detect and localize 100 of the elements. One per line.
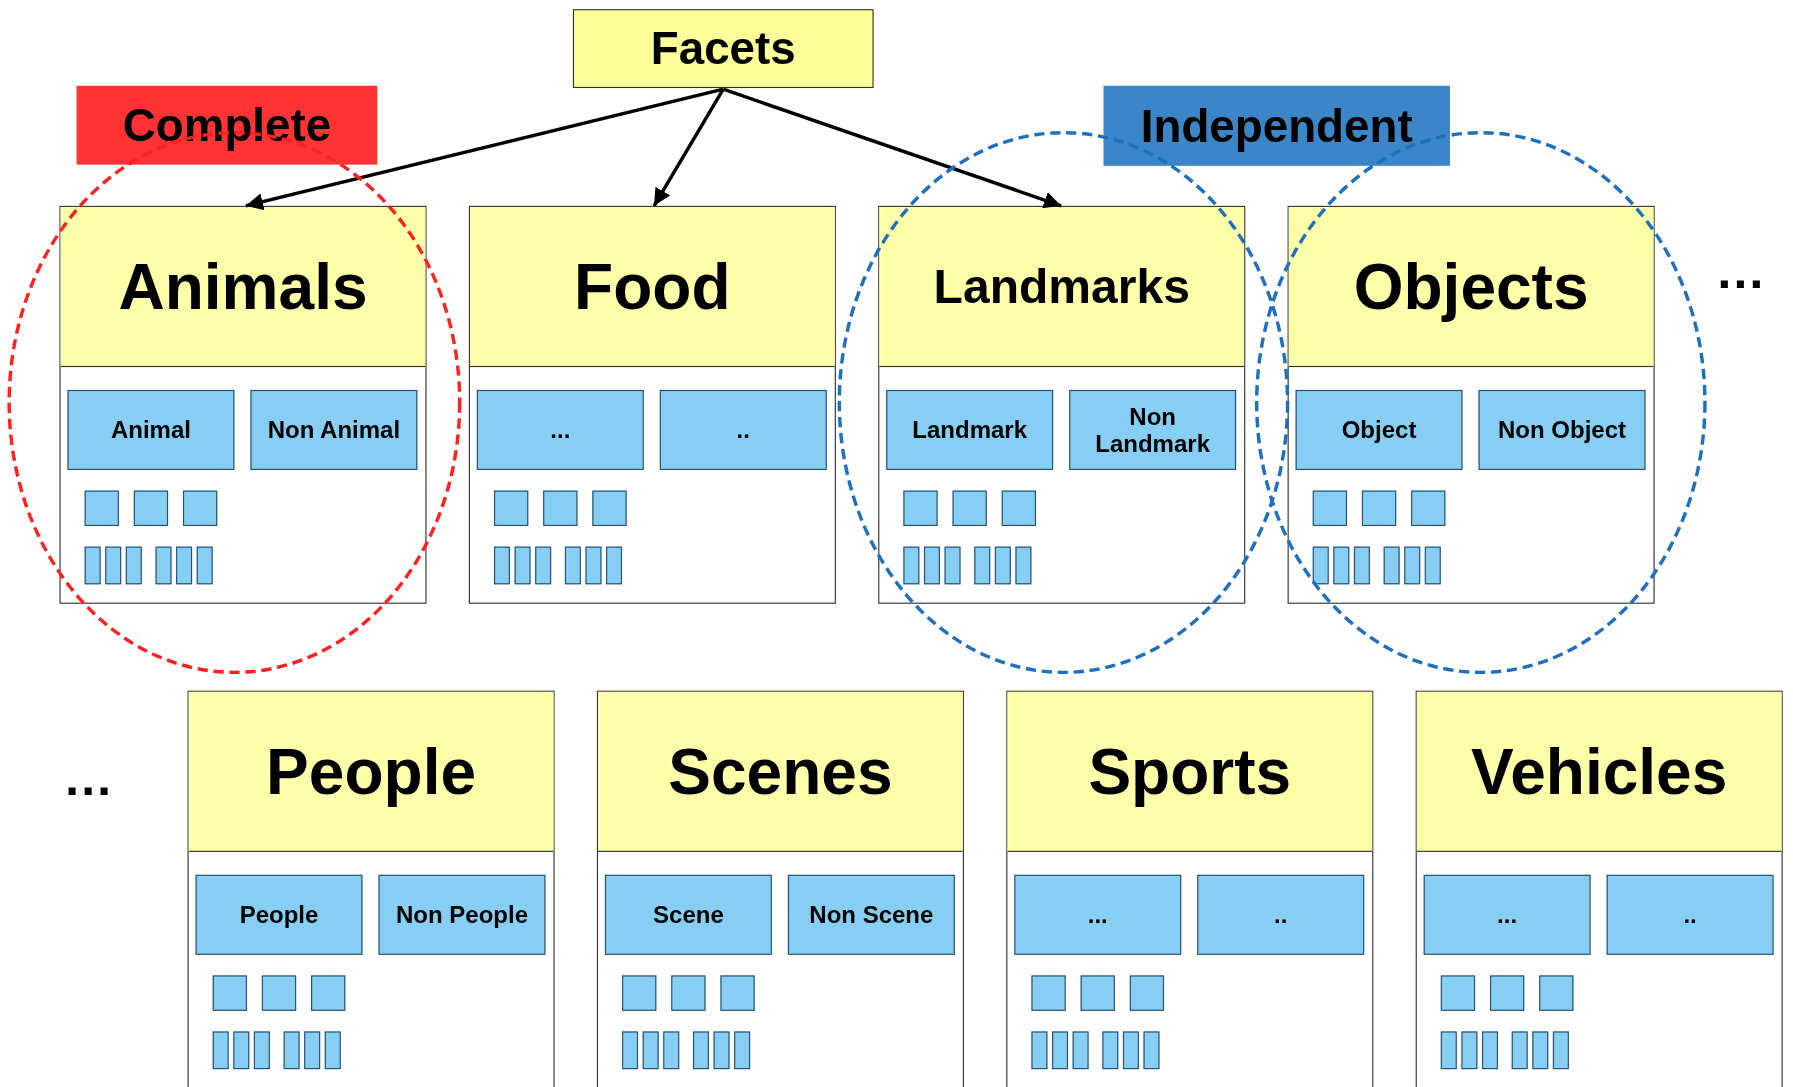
small-bar: [903, 546, 920, 585]
small-bar: [176, 546, 193, 585]
small-box: [1361, 490, 1397, 526]
category-box: ..: [1606, 874, 1774, 955]
small-box: [543, 490, 578, 526]
small-box: [952, 490, 987, 526]
small-bar: [1424, 546, 1441, 585]
category-panel: [1006, 690, 1374, 1087]
small-bar: [535, 546, 552, 585]
small-bar: [734, 1031, 751, 1070]
arrow: [722, 87, 1062, 209]
category-box: ...: [1423, 874, 1591, 955]
small-bar: [663, 1031, 680, 1070]
category-panel: [1287, 205, 1655, 604]
category-panel: [187, 690, 555, 1087]
panel-heading: People: [188, 691, 554, 852]
category-box: Non Scene: [787, 874, 955, 955]
small-bar: [155, 546, 172, 585]
small-bar: [283, 1031, 300, 1070]
small-bar: [1461, 1031, 1478, 1070]
category-box: ..: [659, 389, 827, 470]
small-bar: [923, 546, 940, 585]
small-bar: [514, 546, 531, 585]
panel-heading: Vehicles: [1416, 691, 1782, 852]
small-bar: [196, 546, 213, 585]
small-box: [720, 975, 755, 1011]
small-bar: [253, 1031, 270, 1070]
small-bar: [1511, 1031, 1528, 1070]
small-box: [84, 490, 119, 526]
small-box: [1080, 975, 1115, 1011]
small-box: [1411, 490, 1446, 526]
category-box: Non Object: [1478, 389, 1646, 470]
small-bar: [1552, 1031, 1569, 1070]
small-bar: [585, 546, 602, 585]
small-bar: [994, 546, 1011, 585]
small-bar: [1404, 546, 1421, 585]
small-box: [671, 975, 706, 1011]
category-panel: [878, 205, 1246, 604]
category-box: Non Animal: [250, 389, 418, 470]
panel-heading: Landmarks: [879, 206, 1245, 368]
small-bar: [324, 1031, 341, 1070]
category-box: ...: [1014, 874, 1182, 955]
small-box: [311, 975, 346, 1011]
category-panel: [596, 690, 964, 1087]
small-bar: [233, 1031, 250, 1070]
small-bar: [105, 546, 122, 585]
category-panel: [1415, 690, 1783, 1087]
tag-box: Complete: [76, 85, 378, 165]
small-box: [182, 490, 218, 526]
small-bar: [1031, 1031, 1048, 1070]
small-box: [1539, 975, 1574, 1011]
category-panel: [468, 205, 836, 604]
ellipsis-text: …: [62, 752, 114, 803]
panel-heading: Sports: [1007, 691, 1373, 852]
small-box: [212, 975, 247, 1011]
small-bar: [125, 546, 142, 585]
small-bar: [606, 546, 623, 585]
panel-heading: Animals: [60, 206, 426, 368]
small-bar: [1333, 546, 1350, 585]
small-box: [261, 975, 297, 1011]
small-box: [494, 490, 529, 526]
small-bar: [713, 1031, 730, 1070]
tag-box: Independent: [1103, 85, 1450, 166]
small-bar: [692, 1031, 709, 1070]
small-box: [133, 490, 169, 526]
arrow: [652, 88, 725, 207]
small-bar: [1015, 546, 1032, 585]
panel-heading: Food: [470, 206, 835, 368]
category-box: ..: [1197, 874, 1365, 955]
category-box: Animal: [67, 389, 235, 470]
small-box: [1001, 490, 1036, 526]
small-box: [1489, 975, 1525, 1011]
small-bar: [1532, 1031, 1549, 1070]
small-box: [1129, 975, 1165, 1011]
small-bar: [642, 1031, 659, 1070]
small-bar: [1102, 1031, 1119, 1070]
small-bar: [1353, 546, 1370, 585]
small-bar: [1122, 1031, 1139, 1070]
small-bar: [1440, 1031, 1457, 1070]
small-box: [1440, 975, 1476, 1011]
small-bar: [622, 1031, 639, 1070]
panel-heading: Objects: [1288, 206, 1654, 368]
ellipsis-text: …: [1715, 245, 1766, 297]
small-bar: [304, 1031, 321, 1070]
arrow: [245, 87, 724, 211]
small-bar: [944, 546, 961, 585]
small-bar: [1312, 546, 1329, 585]
category-box: Non People: [378, 874, 546, 955]
panel-heading: Scenes: [598, 691, 963, 852]
root-box: Facets: [572, 9, 874, 89]
small-bar: [1143, 1031, 1160, 1070]
small-bar: [212, 1031, 229, 1070]
small-bar: [1481, 1031, 1498, 1070]
small-bar: [1383, 546, 1400, 585]
small-box: [1031, 975, 1066, 1011]
small-bar: [974, 546, 991, 585]
small-bar: [564, 546, 581, 585]
category-box: Scene: [604, 874, 772, 955]
small-box: [622, 975, 657, 1011]
small-bar: [1072, 1031, 1089, 1070]
